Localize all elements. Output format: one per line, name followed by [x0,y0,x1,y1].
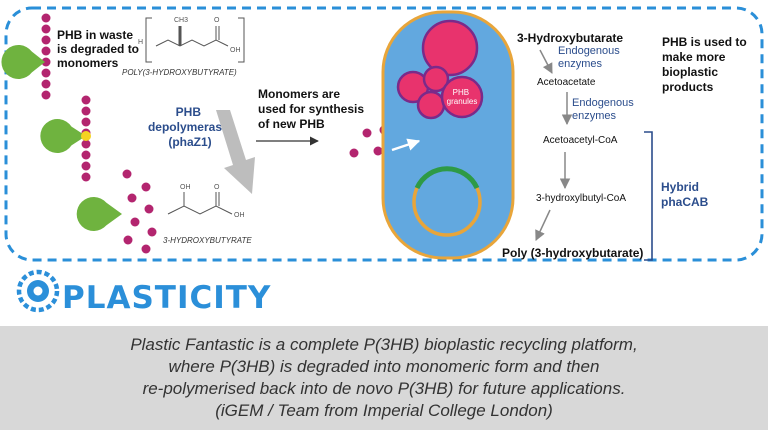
enzyme-label-1: Endogenous enzymes [558,45,623,70]
pathway-step-5: Poly (3-hydroxybutarate) [502,246,643,260]
enzyme-pacman-icon [1,45,45,79]
svg-text:OH: OH [234,212,245,219]
svg-text:CH3: CH3 [174,17,188,24]
caption-credit: (iGEM / Team from Imperial College Londo… [215,401,553,420]
caption-line-1: Plastic Fantastic is a complete P(3HB) b… [130,335,638,354]
pathway-step-4: 3-hydroxylbutyl-CoA [536,193,626,204]
uptake-arrow [391,138,421,152]
svg-text:O: O [214,184,220,191]
svg-text:OH: OH [180,184,191,191]
logo-text: PLASTICITY [62,280,271,316]
pathway-step-3: Acetoacetyl-CoA [543,135,618,146]
plasticity-logo: PLASTICITY [16,269,271,316]
monomer-atom-labels: OH O OH [180,184,245,219]
pathway-arrow-1 [539,49,553,74]
phb-structure-atom-labels: H CH3 O OH [138,17,241,54]
bioplastic-note: PHB is used to make more bioplastic prod… [662,35,750,94]
monomer-structure [167,192,233,215]
free-monomer-beads [122,169,157,254]
waste-label: PHB in waste is degraded to monomers [57,28,142,70]
caption-line-2: where P(3HB) is degraded into monomeric … [168,357,600,376]
svg-text:OH: OH [230,47,241,54]
bead-chain-middle [81,95,91,182]
svg-text:H: H [138,39,143,46]
granules-label: PHB granules [447,88,478,106]
enzyme-label-2: Endogenous enzymes [572,97,637,122]
hybrid-label: Hybrid phaCAB [661,180,709,209]
dashed-border [4,6,764,262]
caption-line-3: re-polymerised back into de novo P(3HB) … [142,379,626,398]
polymer-name: POLY(3-HYDROXYBUTYRATE) [122,68,237,77]
monomer-name: 3-HYDROXYBUTYRATE [163,236,252,245]
bead-chain-top [41,13,51,100]
enzyme-pacman-binding-icon [40,119,86,153]
binding-site-icon [81,131,91,141]
phb-granules [396,19,484,120]
phb-polymer-structure [145,17,245,63]
svg-text:O: O [214,17,220,24]
pathway-arrow-4 [535,209,551,241]
hybrid-bracket [644,131,653,261]
enzyme-pacman-free-icon [76,197,122,231]
plasmid-gene-icon [414,166,480,190]
pathway-step-2: Acetoacetate [537,77,596,88]
pathway-step-1: 3-Hydroxybutarate [517,31,623,45]
synthesis-label: Monomers are used for synthesis of new P… [258,87,367,131]
degradation-arrow [216,110,255,194]
enzyme-label: PHB depolymerase (phaZ1) [148,105,232,149]
caption: Plastic Fantastic is a complete P(3HB) b… [0,326,768,430]
